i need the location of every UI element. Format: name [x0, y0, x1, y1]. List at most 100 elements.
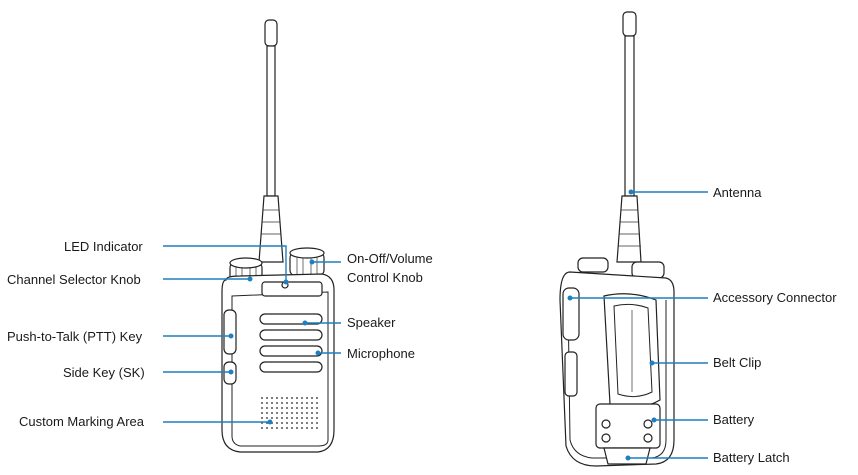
marking-dot	[316, 412, 318, 414]
label-belt-clip: Belt Clip	[713, 355, 761, 370]
marking-dot	[306, 417, 308, 419]
label-microphone: Microphone	[347, 346, 415, 361]
marking-dot	[291, 427, 293, 429]
label-on-off-volume-line1: On-Off/Volume	[347, 251, 433, 266]
marking-dot	[271, 412, 273, 414]
marking-dot	[306, 412, 308, 414]
marking-dot	[296, 397, 298, 399]
marking-dot	[261, 402, 263, 404]
marking-dot	[316, 417, 318, 419]
marking-dot	[296, 407, 298, 409]
label-custom-marking-area: Custom Marking Area	[19, 414, 145, 429]
marking-dot	[281, 407, 283, 409]
marking-dot	[291, 397, 293, 399]
marking-dot	[286, 422, 288, 424]
marking-dot	[296, 422, 298, 424]
marking-dot	[306, 407, 308, 409]
label-battery: Battery	[713, 412, 755, 427]
marking-dot	[316, 402, 318, 404]
marking-dot	[311, 407, 313, 409]
marking-dot	[311, 412, 313, 414]
marking-dot	[286, 427, 288, 429]
marking-dot	[296, 412, 298, 414]
marking-dot	[276, 417, 278, 419]
label-channel-selector-knob: Channel Selector Knob	[7, 272, 141, 287]
label-on-off-volume-line2: Control Knob	[347, 270, 423, 285]
accessory-connector-shape	[562, 287, 580, 341]
label-antenna: Antenna	[713, 185, 762, 200]
marking-dot	[266, 407, 268, 409]
marking-dot	[311, 427, 313, 429]
front-radio-illustration	[221, 19, 335, 453]
marking-dot	[291, 422, 293, 424]
marking-dot	[261, 407, 263, 409]
marking-dot	[261, 417, 263, 419]
marking-dot	[281, 402, 283, 404]
marking-dot	[266, 402, 268, 404]
label-battery-latch: Battery Latch	[713, 450, 790, 465]
marking-dot	[301, 397, 303, 399]
marking-dot	[271, 417, 273, 419]
marking-dot	[266, 427, 268, 429]
marking-dot	[306, 427, 308, 429]
marking-dot	[281, 412, 283, 414]
marking-dot	[301, 422, 303, 424]
marking-dot	[306, 402, 308, 404]
marking-dot	[261, 397, 263, 399]
marking-dot	[296, 402, 298, 404]
marking-dot	[296, 417, 298, 419]
marking-dot	[286, 402, 288, 404]
marking-dot	[291, 407, 293, 409]
back-radio-illustration	[559, 11, 675, 467]
front-speaker-grille	[259, 313, 323, 373]
marking-dot	[316, 397, 318, 399]
marking-dot	[271, 402, 273, 404]
marking-dot	[286, 412, 288, 414]
back-leader-lines	[567, 189, 708, 461]
marking-dot	[261, 412, 263, 414]
marking-dot	[316, 422, 318, 424]
marking-dot	[261, 427, 263, 429]
front-led-window	[261, 281, 323, 297]
label-speaker: Speaker	[347, 315, 396, 330]
marking-dot	[266, 417, 268, 419]
marking-dot	[301, 427, 303, 429]
marking-dot	[276, 402, 278, 404]
marking-dot	[276, 427, 278, 429]
marking-dot	[266, 397, 268, 399]
marking-dot	[316, 427, 318, 429]
marking-dot	[306, 422, 308, 424]
marking-dot	[276, 422, 278, 424]
marking-dot	[301, 407, 303, 409]
marking-dot	[301, 402, 303, 404]
label-side-key: Side Key (SK)	[63, 365, 145, 380]
marking-dot	[306, 397, 308, 399]
marking-dot	[311, 422, 313, 424]
front-volume-knob	[289, 247, 325, 277]
marking-dot	[281, 427, 283, 429]
marking-dot	[316, 407, 318, 409]
marking-dot	[276, 412, 278, 414]
marking-dot	[281, 397, 283, 399]
marking-dot	[271, 397, 273, 399]
back-antenna	[616, 11, 642, 263]
marking-dot	[271, 427, 273, 429]
marking-dot	[276, 407, 278, 409]
marking-dot	[311, 402, 313, 404]
label-ptt-key: Push-to-Talk (PTT) Key	[7, 329, 143, 344]
marking-dot	[291, 412, 293, 414]
marking-dot	[271, 407, 273, 409]
marking-dot	[276, 397, 278, 399]
marking-dot	[286, 407, 288, 409]
marking-dot	[311, 397, 313, 399]
marking-dot	[286, 397, 288, 399]
back-knob-left	[577, 257, 609, 273]
marking-dot	[291, 402, 293, 404]
marking-dot	[291, 417, 293, 419]
marking-dot	[311, 417, 313, 419]
front-antenna	[258, 19, 284, 263]
label-accessory-connector: Accessory Connector	[713, 290, 837, 305]
marking-dot	[281, 422, 283, 424]
label-led-indicator: LED Indicator	[64, 239, 143, 254]
